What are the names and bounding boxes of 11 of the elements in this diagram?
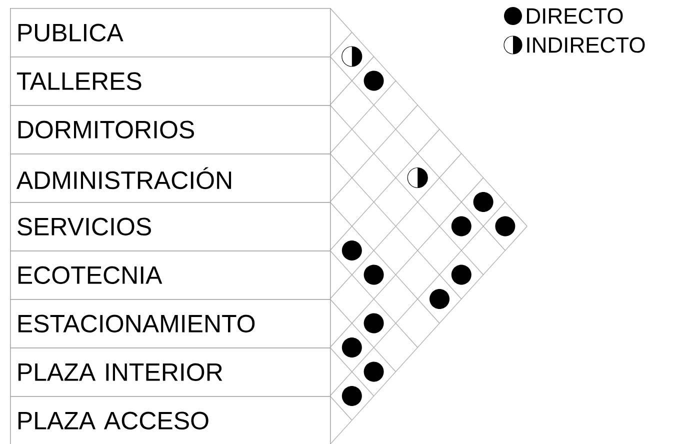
row-label-cell: ECOTECNIA	[10, 250, 331, 300]
legend-label: INDIRECTO	[527, 37, 645, 53]
row-label-cell: PUBLICA	[10, 8, 331, 58]
row-label-cell: SERVICIOS	[10, 202, 331, 252]
legend-label: DIRECTO	[527, 8, 623, 24]
row-label-cell: TALLERES	[10, 56, 331, 106]
row-label-cell: PLAZA INTERIOR	[10, 348, 331, 397]
row-label-cell: ESTACIONAMIENTO	[10, 299, 331, 348]
row-label-cell: PLAZA ACCESO	[10, 396, 331, 444]
row-label-cell: DORMITORIOS	[10, 105, 331, 154]
row-label-cell: ADMINISTRACIÓN	[10, 154, 331, 203]
